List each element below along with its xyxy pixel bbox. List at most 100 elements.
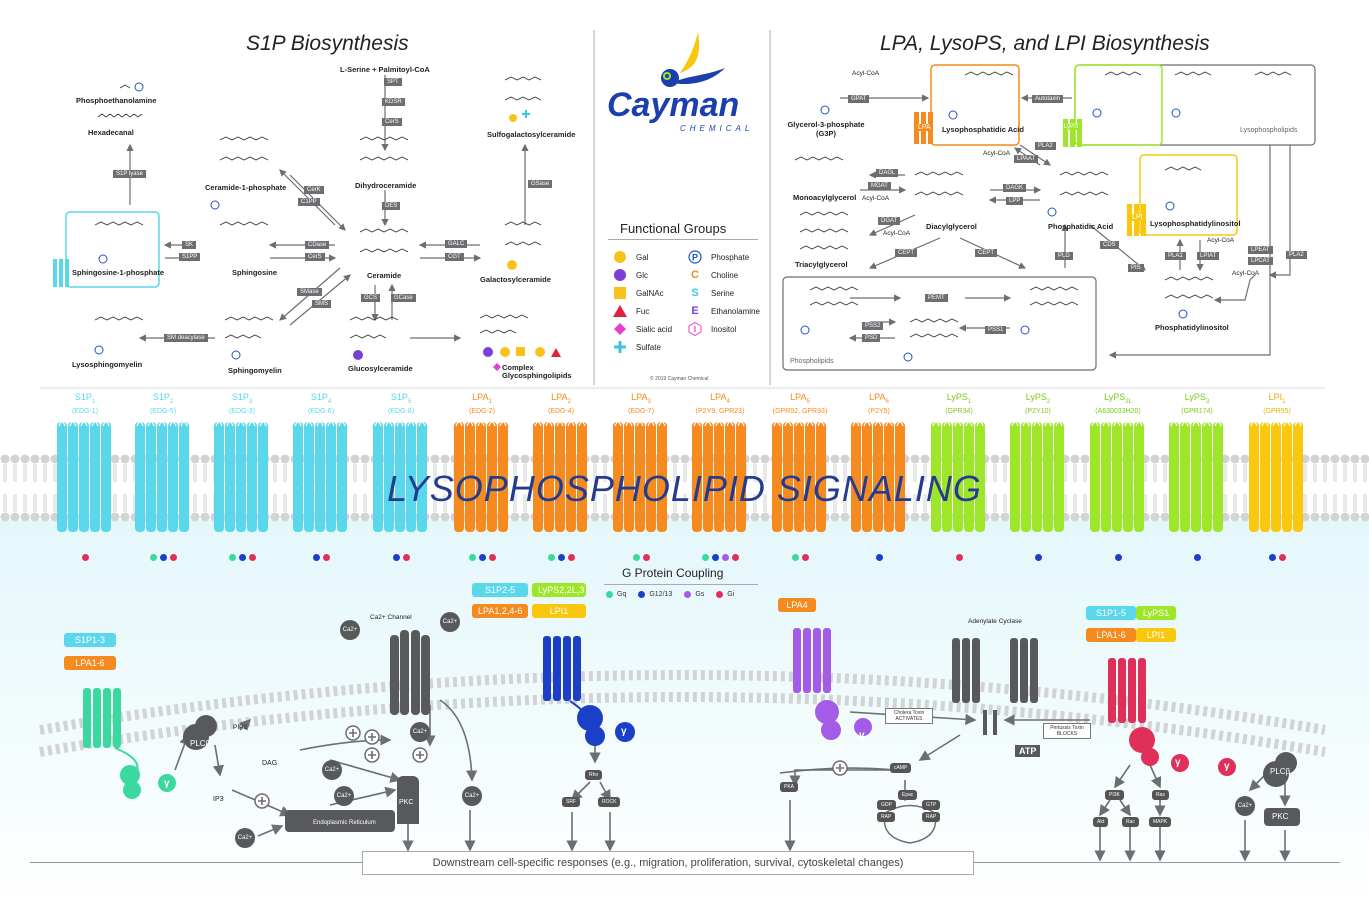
atp-box: ATP <box>1015 745 1041 757</box>
enz-cers-mid: CerS <box>305 253 325 261</box>
ca-label-8: Ca2+ <box>1237 803 1253 809</box>
functional-group-item: Gal <box>612 248 687 266</box>
receptor-alias: (EDG-3) <box>228 407 256 415</box>
g-protein-legend-item: Gi <box>714 591 734 598</box>
enz-cdase: CDase <box>305 241 330 249</box>
receptor-subscript: 2 <box>1046 398 1051 405</box>
coupling-dot <box>248 554 256 561</box>
receptor-label: LPA3(EDG-7) <box>601 392 681 417</box>
receptor-subscript: 4 <box>726 398 730 405</box>
receptor-name: LPA <box>710 392 727 402</box>
functional-group-label: Serine <box>711 288 735 298</box>
g-protein-dot <box>683 591 691 598</box>
pip2-label: PIP2 <box>233 724 248 731</box>
enz-dgat: DGAT <box>878 217 901 225</box>
tag-s1p25: S1P2-5 <box>472 583 528 597</box>
receptor-s1p-5-icon <box>373 421 427 532</box>
mol-lysophosphatidic-acid: Lysophosphatidic Acid <box>942 125 1024 134</box>
g-protein-legend-item: Gq <box>604 591 626 598</box>
receptor-lpa-4-icon <box>692 421 746 532</box>
gi-y-label: γ <box>1175 757 1181 768</box>
coupling-dot <box>547 554 555 561</box>
functional-group-item: Sialic acid <box>612 320 687 338</box>
enz-gsase: GSase <box>528 180 553 188</box>
svg-text:P: P <box>692 253 698 263</box>
downstream-box: Downstream cell-specific responses (e.g.… <box>362 851 974 875</box>
ca-bubble-3: Ca2+ <box>410 722 430 742</box>
functional-group-item: S Serine <box>687 284 762 302</box>
tag-s1p-i: S1P1-5 <box>1086 606 1136 620</box>
enz-dagk: DAGK <box>1003 184 1027 192</box>
receptor-s1p-3-icon <box>214 421 268 532</box>
acyl-coa-5: Acyl-CoA <box>1207 237 1235 244</box>
mol-sphingomyelin: Sphingomyelin <box>228 366 282 375</box>
enz-gpat: GPAT <box>848 95 870 103</box>
rac-box: Rac <box>1122 817 1139 827</box>
tag-lpi: LPI1 <box>532 604 586 618</box>
mol-serine-palmitoyl: L-Serine + Palmitoyl-CoA <box>340 65 430 74</box>
receptor-row <box>57 421 1303 532</box>
receptor-coupling-dots <box>361 548 441 566</box>
receptor-lpa-2-icon <box>533 421 587 532</box>
functional-group-item: Sulfate <box>612 338 687 356</box>
fuc-icon <box>612 303 628 319</box>
coupling-dot <box>322 554 330 561</box>
mol-hexadecanal: Hexadecanal <box>88 128 134 137</box>
functional-group-item: Fuc <box>612 302 687 320</box>
receptor-label: LPA6(P2Y5) <box>839 392 919 417</box>
enz-lpp: LPP <box>1006 197 1024 205</box>
galnac-icon <box>612 285 628 301</box>
mol-phosphatidylinositol: Phosphatidylinositol <box>1155 323 1229 332</box>
enz-cds: CDS <box>1100 241 1119 249</box>
tag-lpa: LPA1,2,4-6 <box>472 604 528 618</box>
gi-receptor-icon <box>1108 658 1189 772</box>
banner-title: LYSOPHOSPHOLIPID SIGNALING <box>387 468 982 509</box>
functional-group-item: Glc <box>612 266 687 284</box>
acyl-coa-6: Acyl-CoA <box>1232 270 1260 277</box>
ca-label-4: Ca2+ <box>324 767 340 773</box>
serine-icon: S <box>691 287 699 299</box>
plcb-label: PLCβ <box>190 739 211 748</box>
enz-dagl: DAGL <box>876 169 899 177</box>
plus-icons <box>254 725 848 809</box>
rap-box-1: RAP <box>877 812 896 822</box>
ca-bubble-5: Ca2+ <box>334 786 354 806</box>
ca-label-6: Ca2+ <box>464 793 480 799</box>
acyl-coa-1: Acyl-CoA <box>852 70 880 77</box>
tag-s1p13: S1P1-3 <box>64 633 116 647</box>
g-protein-label: Gi <box>727 591 735 598</box>
ca-bubble-2: Ca2+ <box>440 612 460 632</box>
receptor-lyps-1-icon <box>931 421 985 532</box>
gal-icon <box>612 249 628 265</box>
tag-lpi1: LPI1 <box>1136 628 1176 642</box>
receptor-label: S1P5(EDG-8) <box>361 392 441 417</box>
receptor-label: LyPS2(P2Y10) <box>998 392 1078 417</box>
sulfate-icon <box>612 339 628 355</box>
receptor-coupling-dots <box>1078 548 1158 566</box>
plcb-icon <box>183 715 217 750</box>
tag-lyps: LyPS2,2L,3 <box>532 583 586 597</box>
coupling-dot <box>557 554 565 561</box>
gtp-box: GTP <box>922 800 941 810</box>
mol-diacylglycerol: Diacylglycerol <box>926 222 977 231</box>
functional-group-label: Inositol <box>711 324 737 334</box>
enz-cers-top: CerS <box>382 118 402 126</box>
receptor-labels: S1P1(EDG-1)S1P2(EDG-5)S1P3(EDG-3)S1P4(ED… <box>0 392 1369 416</box>
ca-label-3: Ca2+ <box>412 729 428 735</box>
receptor-subscript: 5 <box>806 398 810 405</box>
receptor-dots <box>0 548 1369 561</box>
receptor-coupling-dots <box>123 548 203 566</box>
coupling-dot <box>159 554 167 561</box>
ip3-label: IP3 <box>213 796 224 803</box>
receptor-label: LyPS1(GPR34) <box>919 392 999 417</box>
mol-dihydroceramide: Dihydroceramide <box>355 181 417 190</box>
enz-galc: GALC <box>445 240 468 248</box>
functional-group-item: GalNAc <box>612 284 687 302</box>
enz-pld: PLD <box>1055 252 1073 260</box>
receptor-alias: (GPR174) <box>1181 407 1213 415</box>
tag-lpa4: LPA4 <box>778 598 816 612</box>
pkc-label-2: PKC <box>1272 812 1289 821</box>
